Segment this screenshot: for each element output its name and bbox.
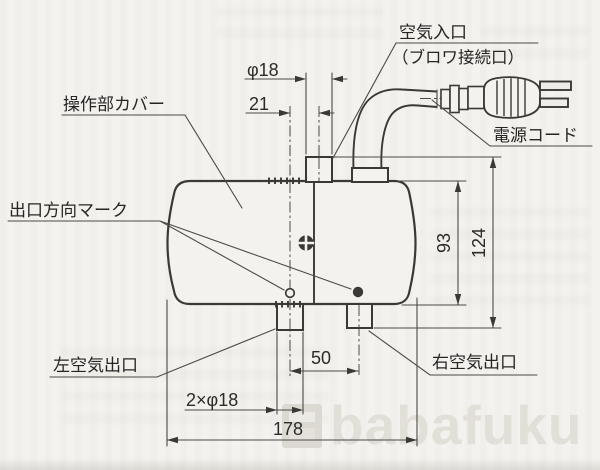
label-air-inlet: 空気入口 <box>399 23 467 42</box>
screw-icon <box>297 234 315 252</box>
plug-strain-relief <box>449 84 460 114</box>
outlet-mark-right-icon <box>352 286 364 298</box>
bleedthrough-patch <box>430 200 590 305</box>
dim-overall-width: 178 <box>273 419 303 439</box>
centerline-overlay <box>289 158 360 330</box>
label-right-air-outlet: 右空気出口 <box>432 353 517 372</box>
label-air-inlet-sub: （ブロワ接続口） <box>392 47 524 67</box>
plug-neck <box>467 85 485 110</box>
label-outlet-direction-mark: 出口方向マーク <box>9 201 128 220</box>
dim-inlet-offset: 21 <box>249 94 269 114</box>
scan-edge-shadow <box>0 458 600 470</box>
dim-overall-height: 124 <box>469 228 489 258</box>
bleedthrough-patch <box>215 8 385 38</box>
bleedthrough-patch <box>480 18 590 58</box>
pump-body <box>166 179 417 306</box>
plug-strain-relief <box>440 88 451 110</box>
outlet-mark-left-icon <box>284 287 296 299</box>
plug-strain-relief <box>458 87 469 111</box>
dimension-arrowheads <box>167 75 497 444</box>
cord-collar <box>351 167 389 183</box>
plug-prong <box>539 80 572 91</box>
power-plug <box>440 76 572 119</box>
plug-prong <box>539 97 569 108</box>
label-left-air-outlet: 左空気出口 <box>53 356 138 375</box>
dim-outlet-diameter: 2×φ18 <box>186 390 238 410</box>
vent-slits-bottom <box>275 301 301 308</box>
dim-body-height: 93 <box>434 233 454 253</box>
leader-lines <box>7 42 593 378</box>
label-power-cord: 電源コード <box>493 126 578 145</box>
plug-ribs <box>496 78 526 117</box>
vent-slits-top <box>268 177 300 184</box>
plug-body <box>483 76 541 119</box>
label-control-cover: 操作部カバー <box>63 95 165 114</box>
dim-inlet-diameter: φ18 <box>247 60 279 80</box>
watermark-text: babafuku <box>330 394 583 456</box>
dim-outlet-spacing: 50 <box>311 348 331 368</box>
